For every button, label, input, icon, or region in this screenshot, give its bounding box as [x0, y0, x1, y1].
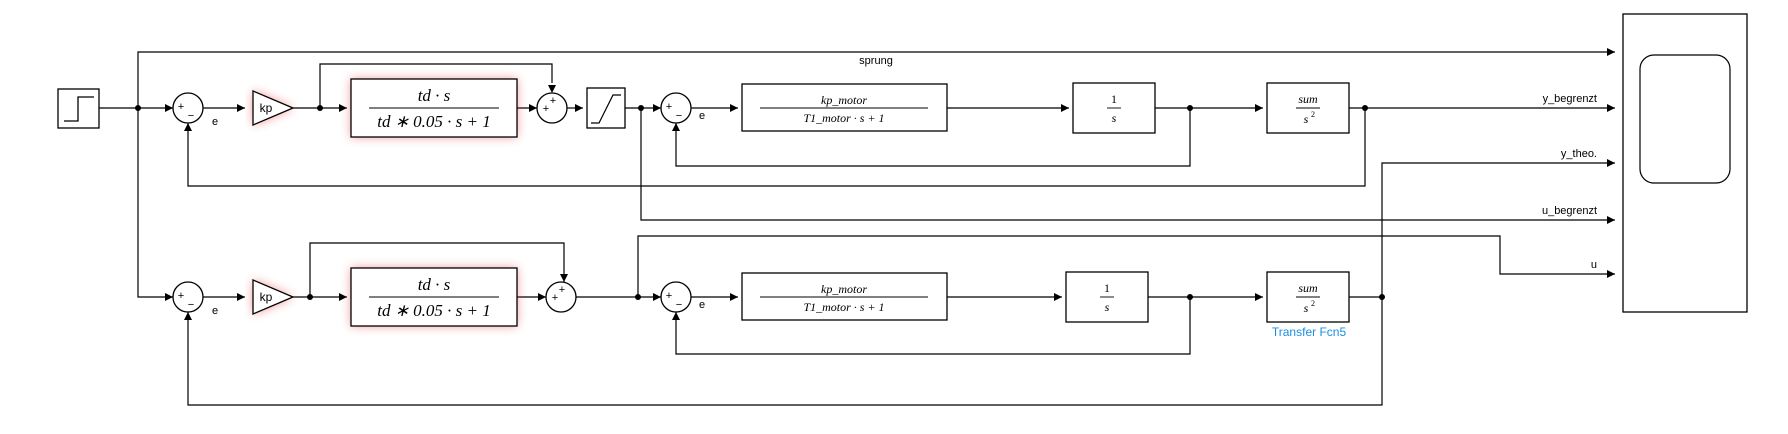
sum-error-bottom[interactable]: + − — [172, 281, 204, 313]
sum-motor-bottom[interactable]: + − — [660, 281, 692, 313]
sum-sign-minus: − — [188, 110, 194, 122]
motor-transfer-fcn-top[interactable]: kp_motor T1_motor · s + 1 — [741, 83, 948, 132]
integrator-bottom[interactable]: 1 s — [1065, 271, 1149, 323]
motor-numerator: kp_motor — [821, 282, 867, 296]
motor-numerator: kp_motor — [821, 93, 867, 107]
sum-sign-plus: + — [543, 103, 549, 115]
sum-denominator-base: s — [1304, 301, 1309, 315]
sum-sign-plus: + — [178, 101, 184, 113]
motor-denominator: T1_motor · s + 1 — [803, 300, 884, 314]
signal-label-u-begrenzt: u_begrenzt — [1542, 205, 1597, 217]
pd-transfer-fcn-bottom[interactable]: td · s td ∗ 0.05 · s + 1 — [350, 267, 518, 327]
sum-sign-plus: + — [666, 290, 672, 302]
error-label-bottom-inner: e — [699, 299, 705, 311]
junction-dots — [135, 105, 1385, 300]
pd-denominator: td ∗ 0.05 · s + 1 — [377, 301, 491, 320]
sum-sign-minus: − — [676, 299, 682, 311]
integrator-top[interactable]: 1 s — [1072, 82, 1156, 134]
integrator-denominator: s — [1105, 300, 1110, 314]
pd-transfer-fcn-top[interactable]: td · s td ∗ 0.05 · s + 1 — [350, 78, 518, 138]
gain-kp-bottom[interactable]: kp — [252, 279, 295, 315]
u-line[interactable] — [637, 235, 1615, 297]
sum-denominator-base: s — [1304, 112, 1309, 126]
transfer-fcn5-caption: Transfer Fcn5 — [1272, 325, 1347, 339]
signal-label-y-theo: y_theo. — [1561, 148, 1597, 160]
pd-numerator: td · s — [418, 275, 451, 294]
motor-denominator: T1_motor · s + 1 — [803, 111, 884, 125]
sum-transfer-fcn-bottom[interactable]: sum s 2 — [1266, 271, 1350, 323]
error-label-top: e — [212, 116, 218, 128]
arrowheads — [165, 48, 1615, 320]
error-label-top-inner: e — [699, 110, 705, 122]
sum-sign-plus: + — [559, 284, 565, 296]
integrator-numerator: 1 — [1104, 281, 1110, 295]
sum-error-top[interactable]: + − — [172, 92, 204, 124]
y-theo-line[interactable] — [1349, 162, 1615, 298]
integrator-numerator: 1 — [1111, 92, 1117, 106]
saturation-block[interactable] — [586, 87, 626, 129]
gain-label: kp — [260, 290, 273, 304]
sum-denominator-exponent: 2 — [1311, 110, 1315, 119]
sum-sign-minus: − — [676, 110, 682, 122]
sum-sign-minus: − — [188, 299, 194, 311]
scope-block[interactable] — [1622, 13, 1748, 313]
error-label-bottom: e — [212, 305, 218, 317]
sum-numerator: sum — [1298, 92, 1318, 106]
signal-label-y-begrenzt: y_begrenzt — [1543, 93, 1597, 105]
sum-pd-bottom[interactable]: + + — [545, 281, 577, 313]
sum-numerator: sum — [1298, 281, 1318, 295]
integrator-denominator: s — [1112, 111, 1117, 125]
scope-screen — [1639, 54, 1731, 184]
sum-sign-plus: + — [178, 290, 184, 302]
sum-denominator-exponent: 2 — [1311, 299, 1315, 308]
gain-label: kp — [260, 101, 273, 115]
motor-transfer-fcn-bottom[interactable]: kp_motor T1_motor · s + 1 — [741, 272, 948, 321]
sum-pd-top[interactable]: + + — [536, 92, 568, 124]
step-block[interactable] — [57, 88, 100, 129]
pd-denominator: td ∗ 0.05 · s + 1 — [377, 112, 491, 131]
signal-label-u: u — [1591, 259, 1597, 271]
sprung-line[interactable] — [137, 51, 1615, 108]
sum-motor-top[interactable]: + − — [660, 92, 692, 124]
gain-kp-top[interactable]: kp — [252, 90, 295, 126]
sum-transfer-fcn-top[interactable]: sum s 2 — [1266, 82, 1350, 134]
signal-label-sprung: sprung — [859, 55, 893, 67]
u-begrenzt-line[interactable] — [640, 108, 1615, 221]
sum-sign-plus: + — [552, 292, 558, 304]
signal-lines — [99, 51, 1615, 406]
sum-sign-plus: + — [666, 101, 672, 113]
pd-numerator: td · s — [418, 86, 451, 105]
sum-sign-plus: + — [550, 95, 556, 107]
